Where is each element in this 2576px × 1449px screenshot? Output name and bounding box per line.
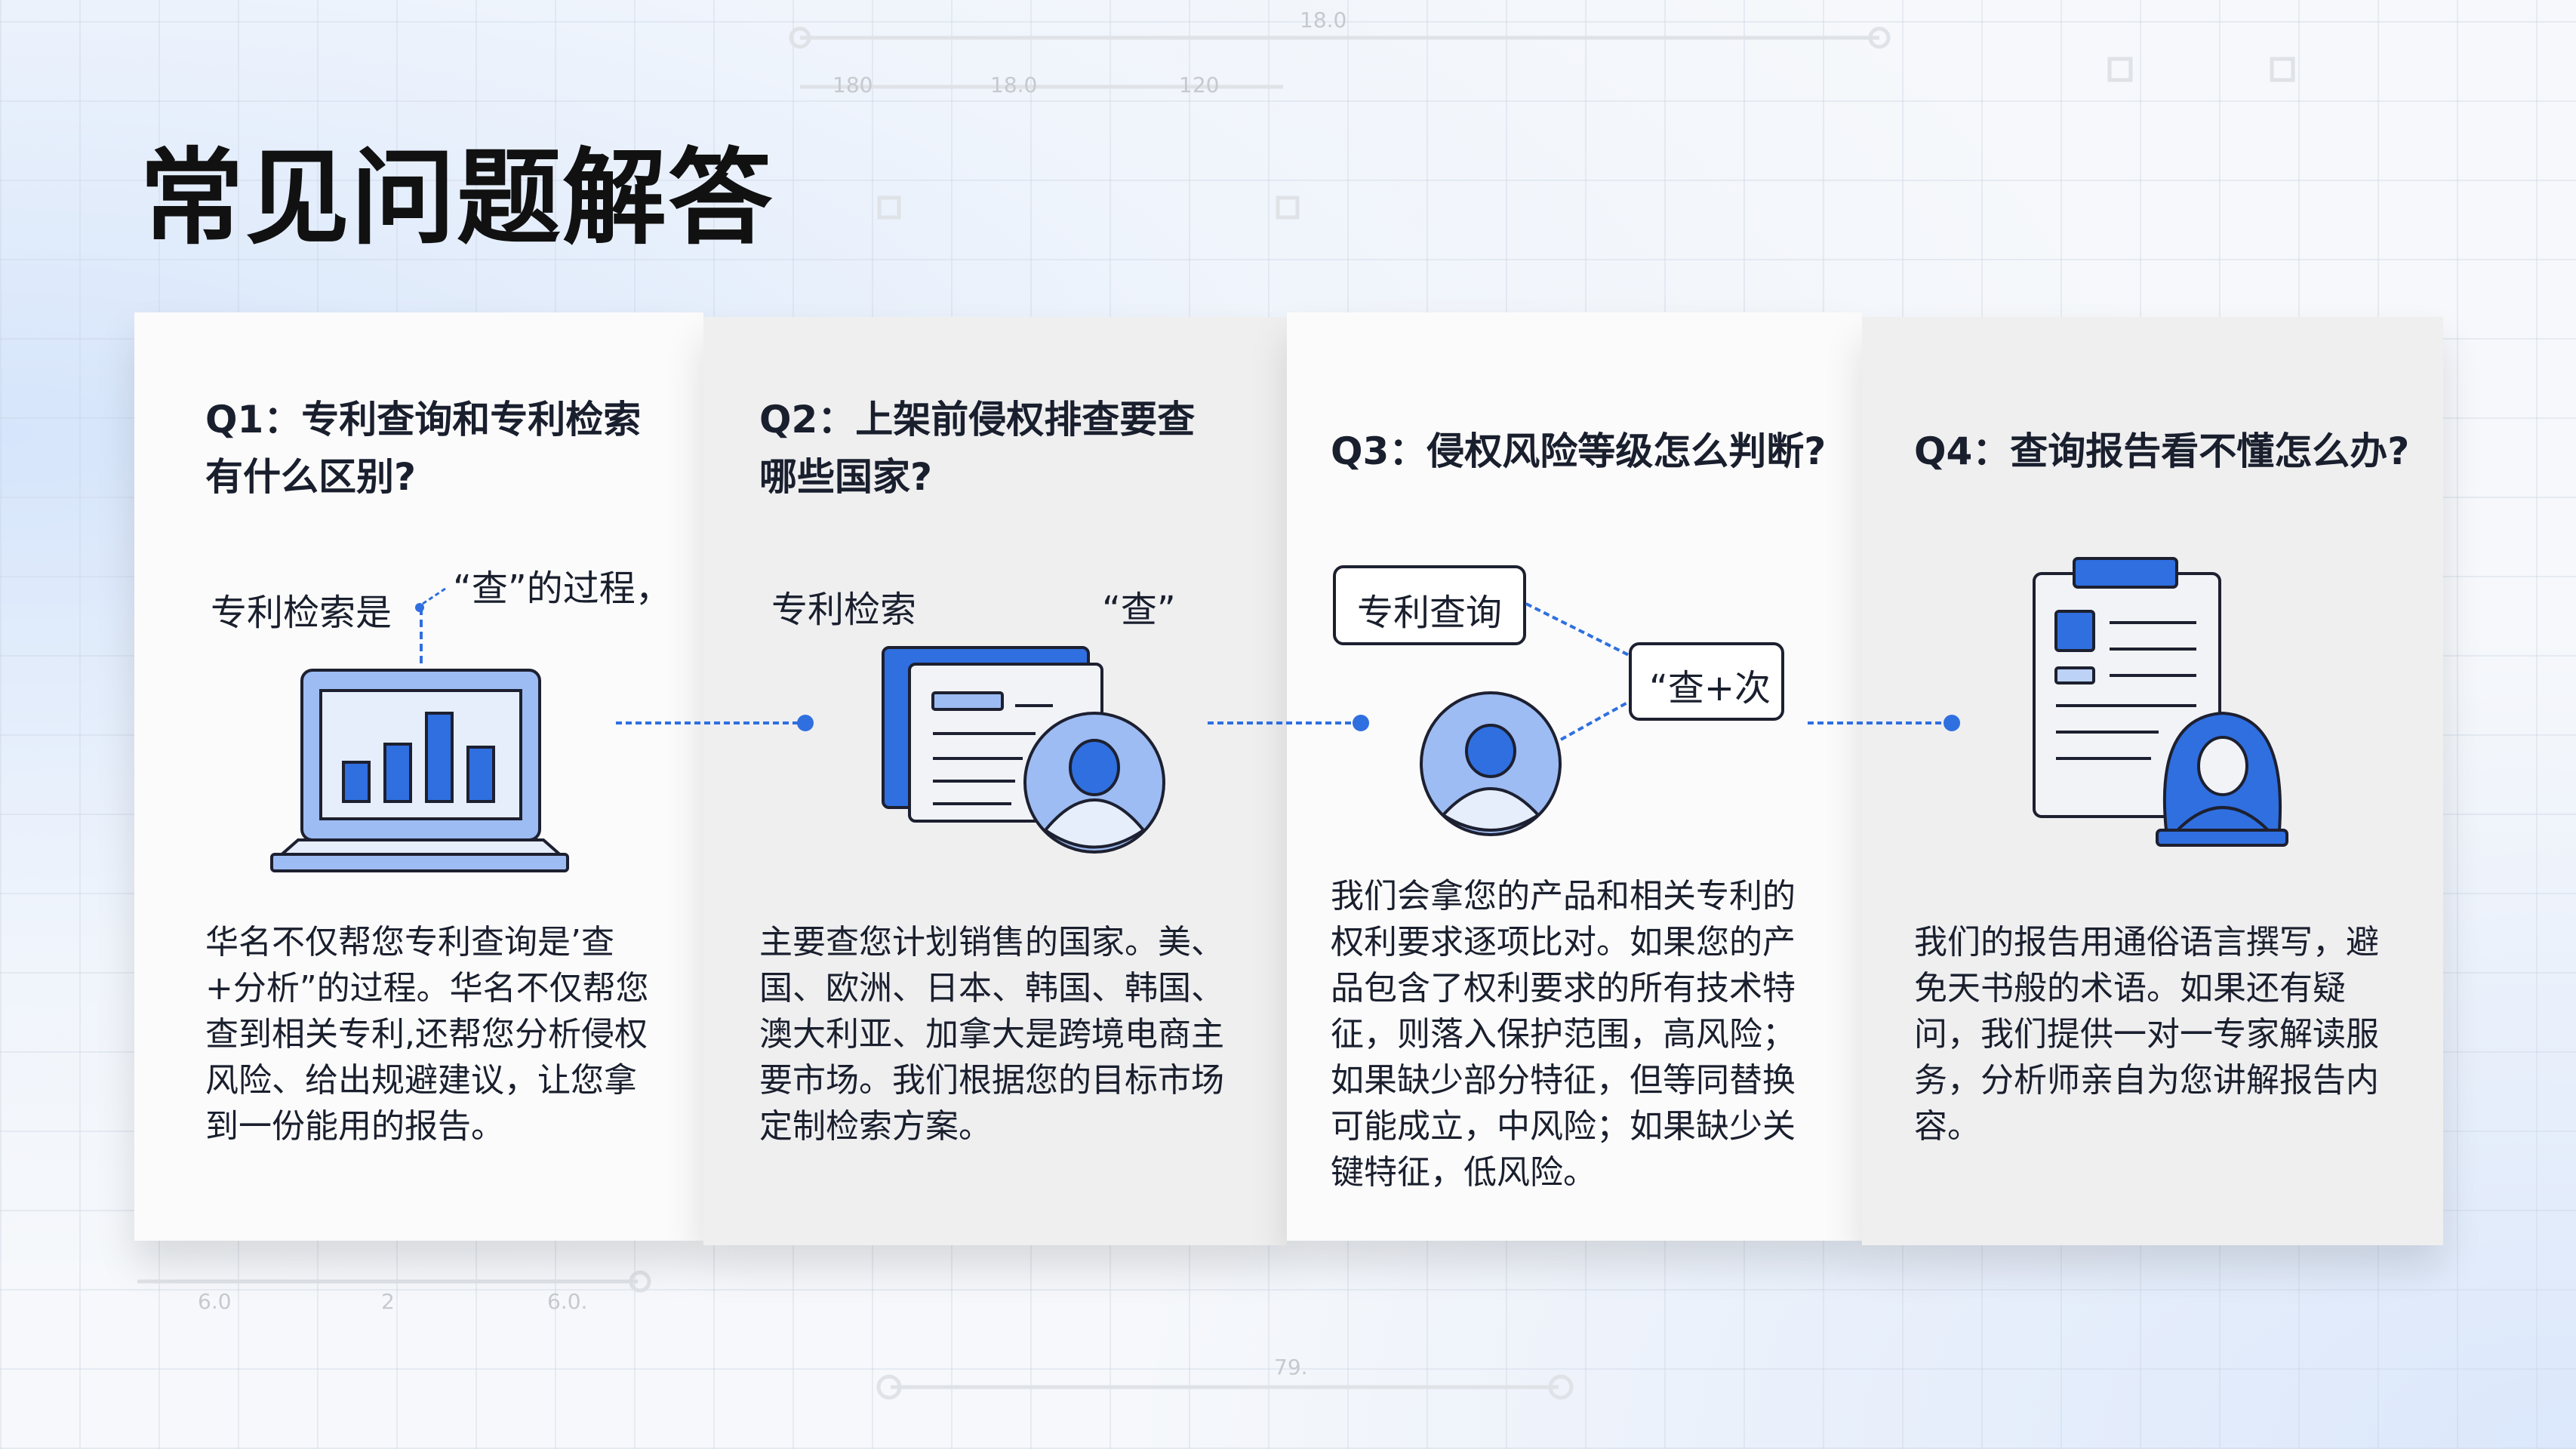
faq-answer-4: 我们的报告用通俗语言撰写，避免天书般的术语。如果还有疑问，我们提供一对一专家解读…: [1914, 923, 2379, 1146]
clipboard-user-icon: [2033, 557, 2288, 847]
dim-label: 180: [833, 72, 873, 97]
box-label: 专利查询: [1357, 592, 1503, 634]
dim-label: 6.0.: [547, 1289, 588, 1314]
query-diagram: [1333, 565, 1784, 836]
faq-answer-3: 我们会拿您的产品和相关专利的权利要求逐项比对。如果您的产品包含了权利要求的所有技…: [1331, 877, 1796, 1192]
illustration-label: 专利检索是: [211, 592, 392, 634]
faq-question-2: Q2：上架前侵权排查要查哪些国家?: [759, 398, 1196, 499]
faq-question-4: Q4：查询报告看不懂怎么办?: [1914, 429, 2410, 473]
connector-dots: [797, 715, 1960, 731]
faq-question-3: Q3：侵权风险等级怎么判断?: [1331, 429, 1827, 473]
illustration-label: “查”: [1102, 589, 1176, 631]
faq-answer-1: 华名不仅帮您专利查询是’查+分析”的过程。华名不仅帮您查到相关专利,还帮您分析侵…: [205, 923, 649, 1146]
dim-label: 18.0: [1300, 8, 1347, 32]
illustration-label: 专利检索: [771, 589, 917, 631]
dim-label: 79.: [1274, 1355, 1308, 1380]
faq-question-1: Q1：专利查询和专利检索有什么区别?: [205, 398, 642, 499]
illustration-label: “查”的过程，: [453, 568, 672, 610]
faq-answer-2: 主要查您计划销售的国家。美、国、欧洲、日本、韩国、韩国、澳大利亚、加拿大是跨境电…: [759, 923, 1224, 1146]
dim-label: 120: [1179, 72, 1220, 97]
dim-label: 2: [381, 1289, 395, 1314]
document-user-icon: [882, 646, 1165, 854]
faq-panel-3: [1287, 312, 1862, 1241]
dim-label: 18.0: [990, 72, 1038, 97]
laptop-chart-icon: [270, 669, 569, 872]
page-title: 常见问题解答: [140, 137, 774, 259]
box-label: “查+次: [1649, 667, 1771, 709]
dim-label: 6.0: [198, 1289, 232, 1314]
